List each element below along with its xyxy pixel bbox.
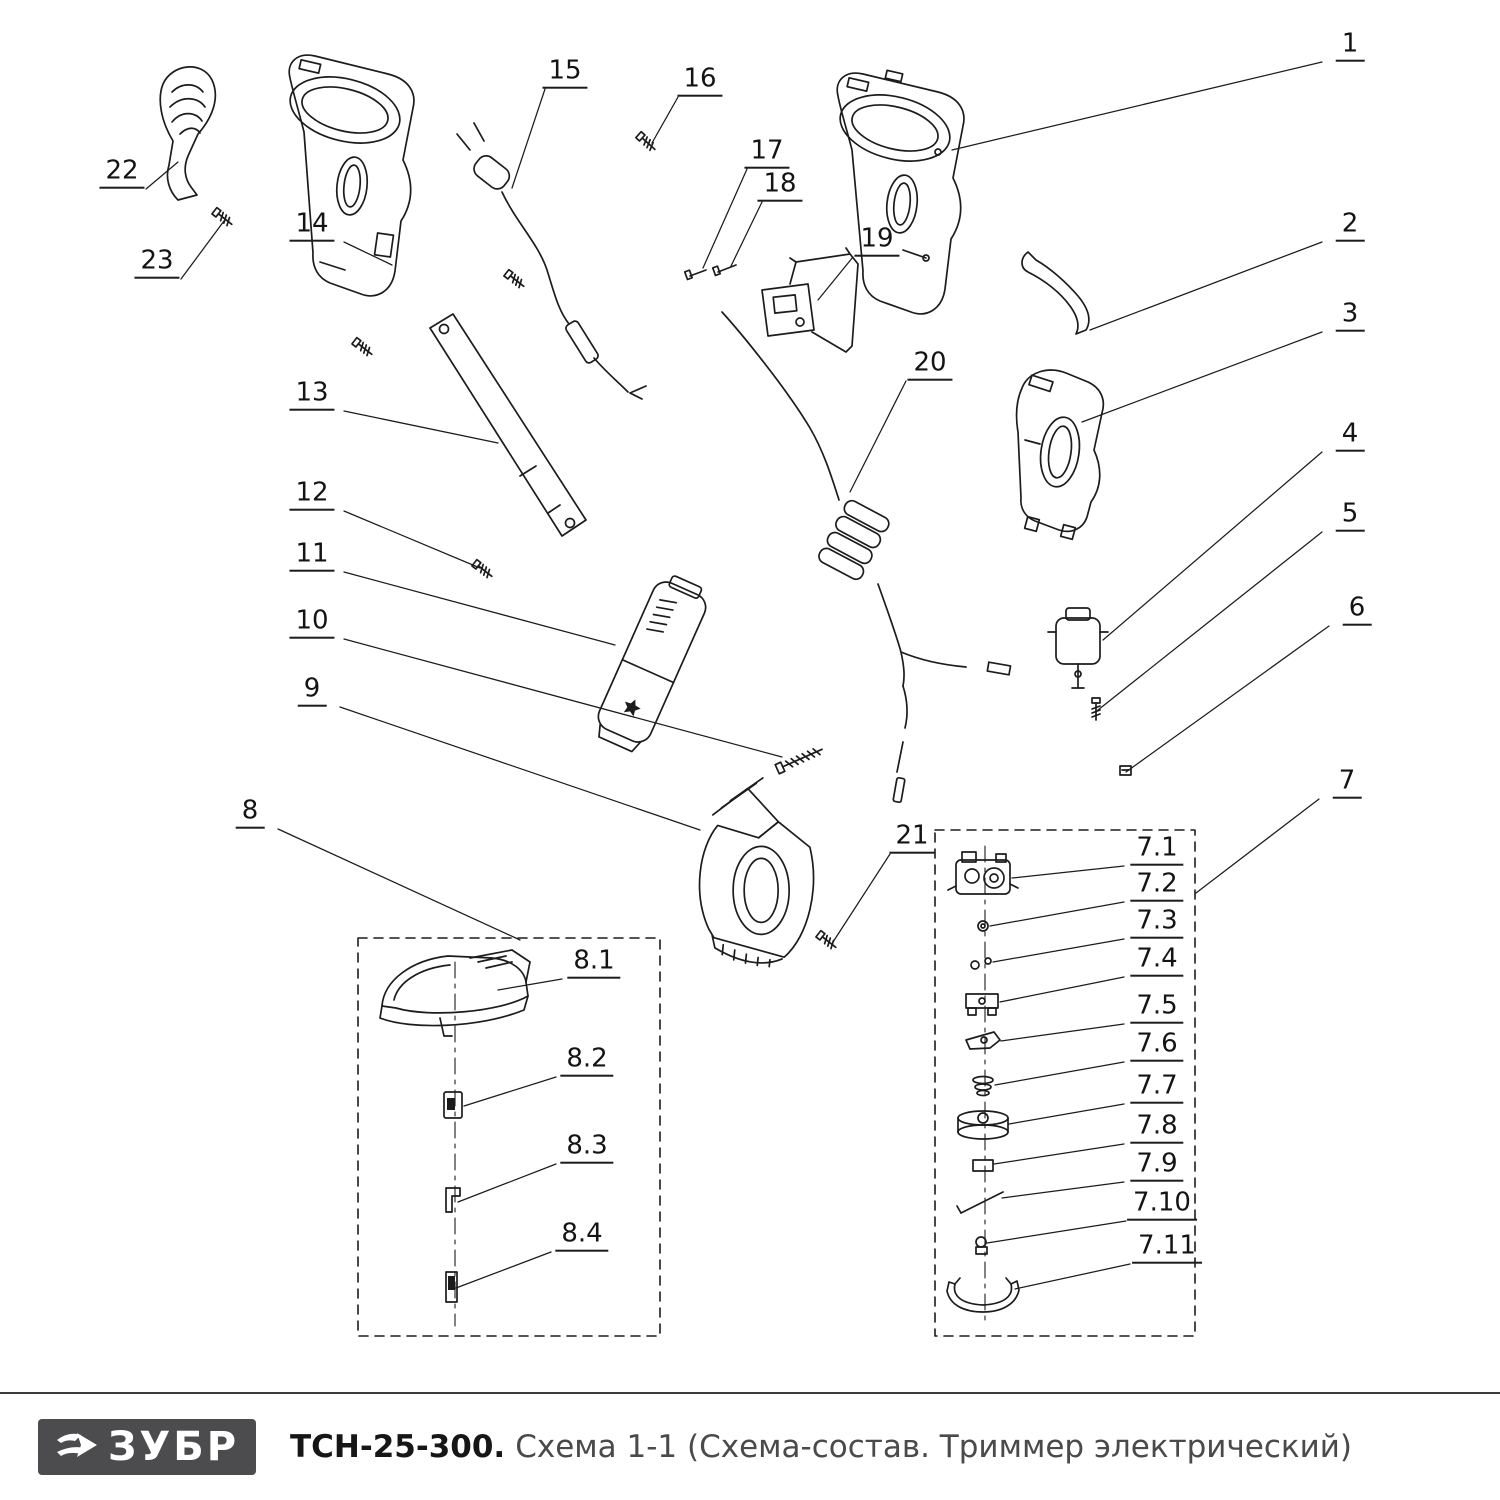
part-13-shaft-tube bbox=[429, 313, 587, 537]
part-6-nut bbox=[1119, 765, 1132, 776]
part-18-pin bbox=[711, 264, 737, 277]
part-label-7.5: 7.5 bbox=[1130, 992, 1184, 1024]
part-label-3: 3 bbox=[1335, 300, 1365, 332]
leader-lines bbox=[145, 61, 1330, 1290]
diagram-subtitle: Схема 1-1 (Схема-состав. Триммер электри… bbox=[515, 1429, 1352, 1465]
diagram-title: ТСН-25-300.Схема 1-1 (Схема-состав. Трим… bbox=[290, 1429, 1352, 1465]
part-label-20: 20 bbox=[907, 349, 953, 381]
screw-small-a bbox=[351, 336, 376, 359]
part-label-7.6: 7.6 bbox=[1130, 1030, 1184, 1062]
part-21-screw bbox=[815, 929, 840, 952]
part-label-6: 6 bbox=[1342, 594, 1372, 626]
part-label-13: 13 bbox=[289, 379, 335, 411]
part-14-handle-housing bbox=[288, 54, 415, 297]
part-label-7.2: 7.2 bbox=[1130, 870, 1184, 902]
part-3-motor-housing bbox=[1015, 369, 1105, 541]
footer: ЗУБР ТСН-25-300.Схема 1-1 (Схема-состав.… bbox=[0, 1392, 1500, 1500]
part-label-11: 11 bbox=[289, 540, 335, 572]
part-19-switch bbox=[761, 247, 859, 353]
part-label-7.9: 7.9 bbox=[1130, 1150, 1184, 1182]
part-label-15: 15 bbox=[542, 57, 588, 89]
part-label-10: 10 bbox=[289, 607, 335, 639]
part-10-screw bbox=[774, 748, 823, 775]
part-label-2: 2 bbox=[1335, 210, 1365, 242]
part-2-cord-hook bbox=[1021, 251, 1090, 335]
part-label-8.4: 8.4 bbox=[555, 1220, 609, 1252]
screw-small-b bbox=[503, 268, 528, 291]
part-8-3-clip bbox=[445, 1187, 461, 1213]
part-7-6-washers bbox=[972, 1075, 994, 1097]
part-label-4: 4 bbox=[1335, 420, 1365, 452]
part-label-8: 8 bbox=[235, 797, 265, 829]
brand-logo: ЗУБР bbox=[38, 1419, 256, 1475]
part-4-motor bbox=[1047, 607, 1109, 689]
part-7-1-gear-head bbox=[947, 851, 1019, 895]
part-label-17: 17 bbox=[744, 137, 790, 169]
part-label-7.4: 7.4 bbox=[1130, 945, 1184, 977]
part-label-7.7: 7.7 bbox=[1130, 1072, 1184, 1104]
part-label-7.11: 7.11 bbox=[1132, 1232, 1202, 1264]
part-label-21: 21 bbox=[889, 822, 935, 854]
part-8-1-guard bbox=[379, 949, 531, 1037]
part-label-9: 9 bbox=[297, 675, 327, 707]
part-22-grip bbox=[159, 66, 217, 201]
part-12-screw bbox=[471, 558, 496, 581]
part-label-8.2: 8.2 bbox=[560, 1045, 614, 1077]
part-label-23: 23 bbox=[134, 247, 180, 279]
part-label-19: 19 bbox=[854, 225, 900, 257]
part-label-7.3: 7.3 bbox=[1130, 907, 1184, 939]
part-1-handle-housing bbox=[836, 69, 965, 315]
part-label-22: 22 bbox=[99, 157, 145, 189]
part-label-8.1: 8.1 bbox=[567, 947, 621, 979]
part-label-7: 7 bbox=[1332, 767, 1362, 799]
diagram-art bbox=[145, 54, 1330, 1337]
zubr-arrow-icon bbox=[55, 1427, 99, 1467]
part-label-7.1: 7.1 bbox=[1130, 834, 1184, 866]
part-7-7-spool bbox=[957, 1110, 1009, 1140]
part-16-screw bbox=[634, 130, 659, 154]
part-label-7.8: 7.8 bbox=[1130, 1112, 1184, 1144]
part-7-10-eyelet bbox=[975, 1236, 988, 1255]
part-7-4-bracket bbox=[965, 993, 999, 1016]
part-label-14: 14 bbox=[289, 210, 335, 242]
part-7-11-cover bbox=[946, 1277, 1020, 1313]
part-label-1: 1 bbox=[1335, 30, 1365, 62]
part-17-pin bbox=[683, 269, 707, 281]
part-20-wiring-harness bbox=[721, 311, 1012, 804]
part-7-9-pin bbox=[956, 1191, 1004, 1214]
part-label-16: 16 bbox=[677, 65, 723, 97]
part-7-2-washer bbox=[977, 920, 989, 932]
part-11-shaft-connector bbox=[597, 575, 707, 753]
part-label-5: 5 bbox=[1335, 500, 1365, 532]
part-label-8.3: 8.3 bbox=[560, 1132, 614, 1164]
part-15-power-cord bbox=[456, 122, 647, 400]
part-label-12: 12 bbox=[289, 479, 335, 511]
part-9-trimmer-head-housing bbox=[698, 777, 815, 968]
brand-name: ЗУБР bbox=[107, 1424, 240, 1470]
part-label-18: 18 bbox=[757, 170, 803, 202]
part-7-5-clip bbox=[965, 1031, 1001, 1050]
part-7-3-fasteners bbox=[970, 957, 992, 970]
part-7-8-block bbox=[972, 1159, 994, 1172]
spool-assembly-box bbox=[934, 829, 1196, 1337]
part-8-2-clip bbox=[443, 1091, 463, 1119]
part-label-7.10: 7.10 bbox=[1127, 1189, 1197, 1221]
guard-assembly-box bbox=[357, 937, 661, 1337]
part-23-screw bbox=[211, 206, 236, 229]
model-number: ТСН-25-300. bbox=[290, 1429, 506, 1465]
